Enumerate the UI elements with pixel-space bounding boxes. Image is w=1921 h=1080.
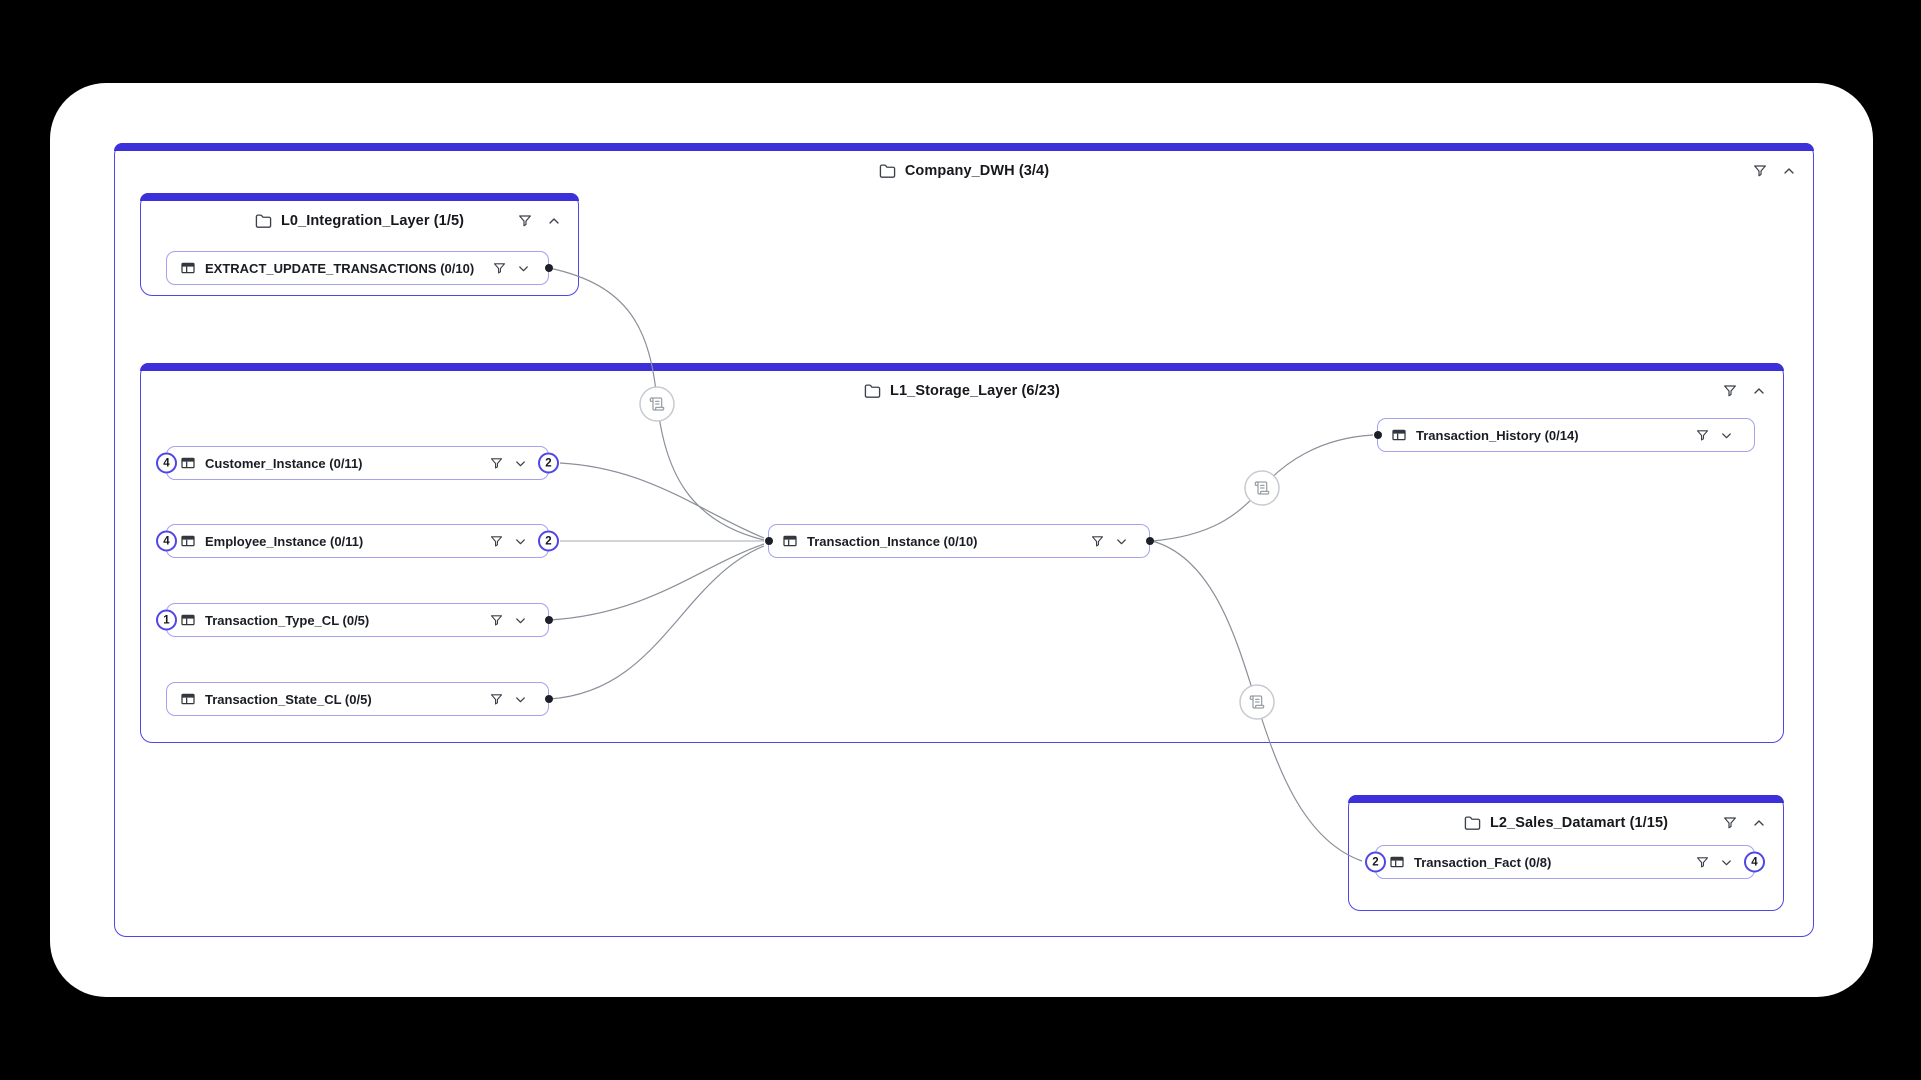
- node-transaction-history[interactable]: Transaction_History (0/14): [1373, 418, 1755, 452]
- chevron-down-icon[interactable]: [513, 613, 528, 628]
- node-label: EXTRACT_UPDATE_TRANSACTIONS (0/10): [205, 260, 475, 276]
- group-title: L1_Storage_Layer (6/23): [890, 383, 1060, 399]
- funnel-icon[interactable]: [489, 692, 504, 707]
- table-icon: [1389, 854, 1405, 870]
- connection-dot: [1145, 537, 1154, 545]
- chevron-down-icon[interactable]: [513, 456, 528, 471]
- edge-transform-marker[interactable]: [639, 386, 675, 422]
- edge-transform-marker[interactable]: [1239, 684, 1275, 720]
- connection-dot: [764, 537, 773, 545]
- hidden-links-badge[interactable]: 2: [1365, 851, 1386, 873]
- node-transaction-instance[interactable]: Transaction_Instance (0/10): [764, 524, 1154, 558]
- node-label: Transaction_Type_CL (0/5): [205, 612, 370, 628]
- hidden-links-badge[interactable]: 2: [538, 530, 559, 552]
- connection-dot: [544, 695, 553, 703]
- hidden-links-badge[interactable]: 4: [156, 530, 177, 552]
- edge-transform-marker[interactable]: [1244, 470, 1280, 506]
- funnel-icon[interactable]: [492, 261, 507, 276]
- node-label: Transaction_Fact (0/8): [1414, 854, 1552, 870]
- connection-dot: [1373, 431, 1382, 439]
- node-employee-instance[interactable]: 4 Employee_Instance (0/11) 2: [156, 524, 559, 558]
- group-accent-bar: [114, 143, 1814, 151]
- chevron-down-icon[interactable]: [516, 261, 531, 276]
- edge-typecl-to-txinstance: [548, 543, 765, 621]
- node-customer-instance[interactable]: 4 Customer_Instance (0/11) 2: [156, 446, 559, 480]
- chevron-down-icon[interactable]: [1719, 428, 1734, 443]
- chevron-down-icon[interactable]: [513, 692, 528, 707]
- hidden-links-badge[interactable]: 2: [538, 452, 559, 474]
- node-label: Employee_Instance (0/11): [205, 533, 364, 549]
- table-icon: [180, 691, 196, 707]
- funnel-icon[interactable]: [1695, 428, 1710, 443]
- node-extract-update-transactions[interactable]: EXTRACT_UPDATE_TRANSACTIONS (0/10): [166, 251, 553, 285]
- edge-customer-to-txinstance: [559, 462, 765, 539]
- group-accent-bar: [140, 193, 579, 201]
- table-icon: [180, 455, 196, 471]
- hidden-links-badge[interactable]: 1: [156, 609, 177, 631]
- connection-dot: [544, 616, 553, 624]
- funnel-icon[interactable]: [1695, 855, 1710, 870]
- chevron-down-icon[interactable]: [1114, 534, 1129, 549]
- node-label: Transaction_Instance (0/10): [807, 533, 978, 549]
- hidden-links-badge[interactable]: 4: [1744, 851, 1765, 873]
- group-title: L0_Integration_Layer (1/5): [280, 213, 465, 229]
- node-label: Transaction_State_CL (0/5): [205, 691, 372, 707]
- node-label: Customer_Instance (0/11): [205, 455, 363, 471]
- group-accent-bar: [140, 363, 1784, 371]
- node-transaction-fact[interactable]: 2 Transaction_Fact (0/8) 4: [1365, 845, 1765, 879]
- table-icon: [180, 260, 196, 276]
- connection-dot: [544, 264, 553, 272]
- chevron-down-icon[interactable]: [513, 534, 528, 549]
- table-icon: [180, 612, 196, 628]
- node-label: Transaction_History (0/14): [1416, 427, 1579, 443]
- funnel-icon[interactable]: [1090, 534, 1105, 549]
- table-icon: [782, 533, 798, 549]
- group-accent-bar: [1348, 795, 1784, 803]
- group-title: L2_Sales_Datamart (1/15): [1489, 815, 1669, 831]
- funnel-icon[interactable]: [489, 534, 504, 549]
- funnel-icon[interactable]: [489, 613, 504, 628]
- hidden-links-badge[interactable]: 4: [156, 452, 177, 474]
- node-transaction-type-cl[interactable]: 1 Transaction_Type_CL (0/5): [156, 603, 553, 637]
- chevron-down-icon[interactable]: [1719, 855, 1734, 870]
- group-title: Company_DWH (3/4): [904, 163, 1050, 179]
- table-icon: [1391, 427, 1407, 443]
- funnel-icon[interactable]: [489, 456, 504, 471]
- node-transaction-state-cl[interactable]: Transaction_State_CL (0/5): [166, 682, 553, 716]
- edge-statecl-to-txinstance: [548, 545, 765, 700]
- table-icon: [180, 533, 196, 549]
